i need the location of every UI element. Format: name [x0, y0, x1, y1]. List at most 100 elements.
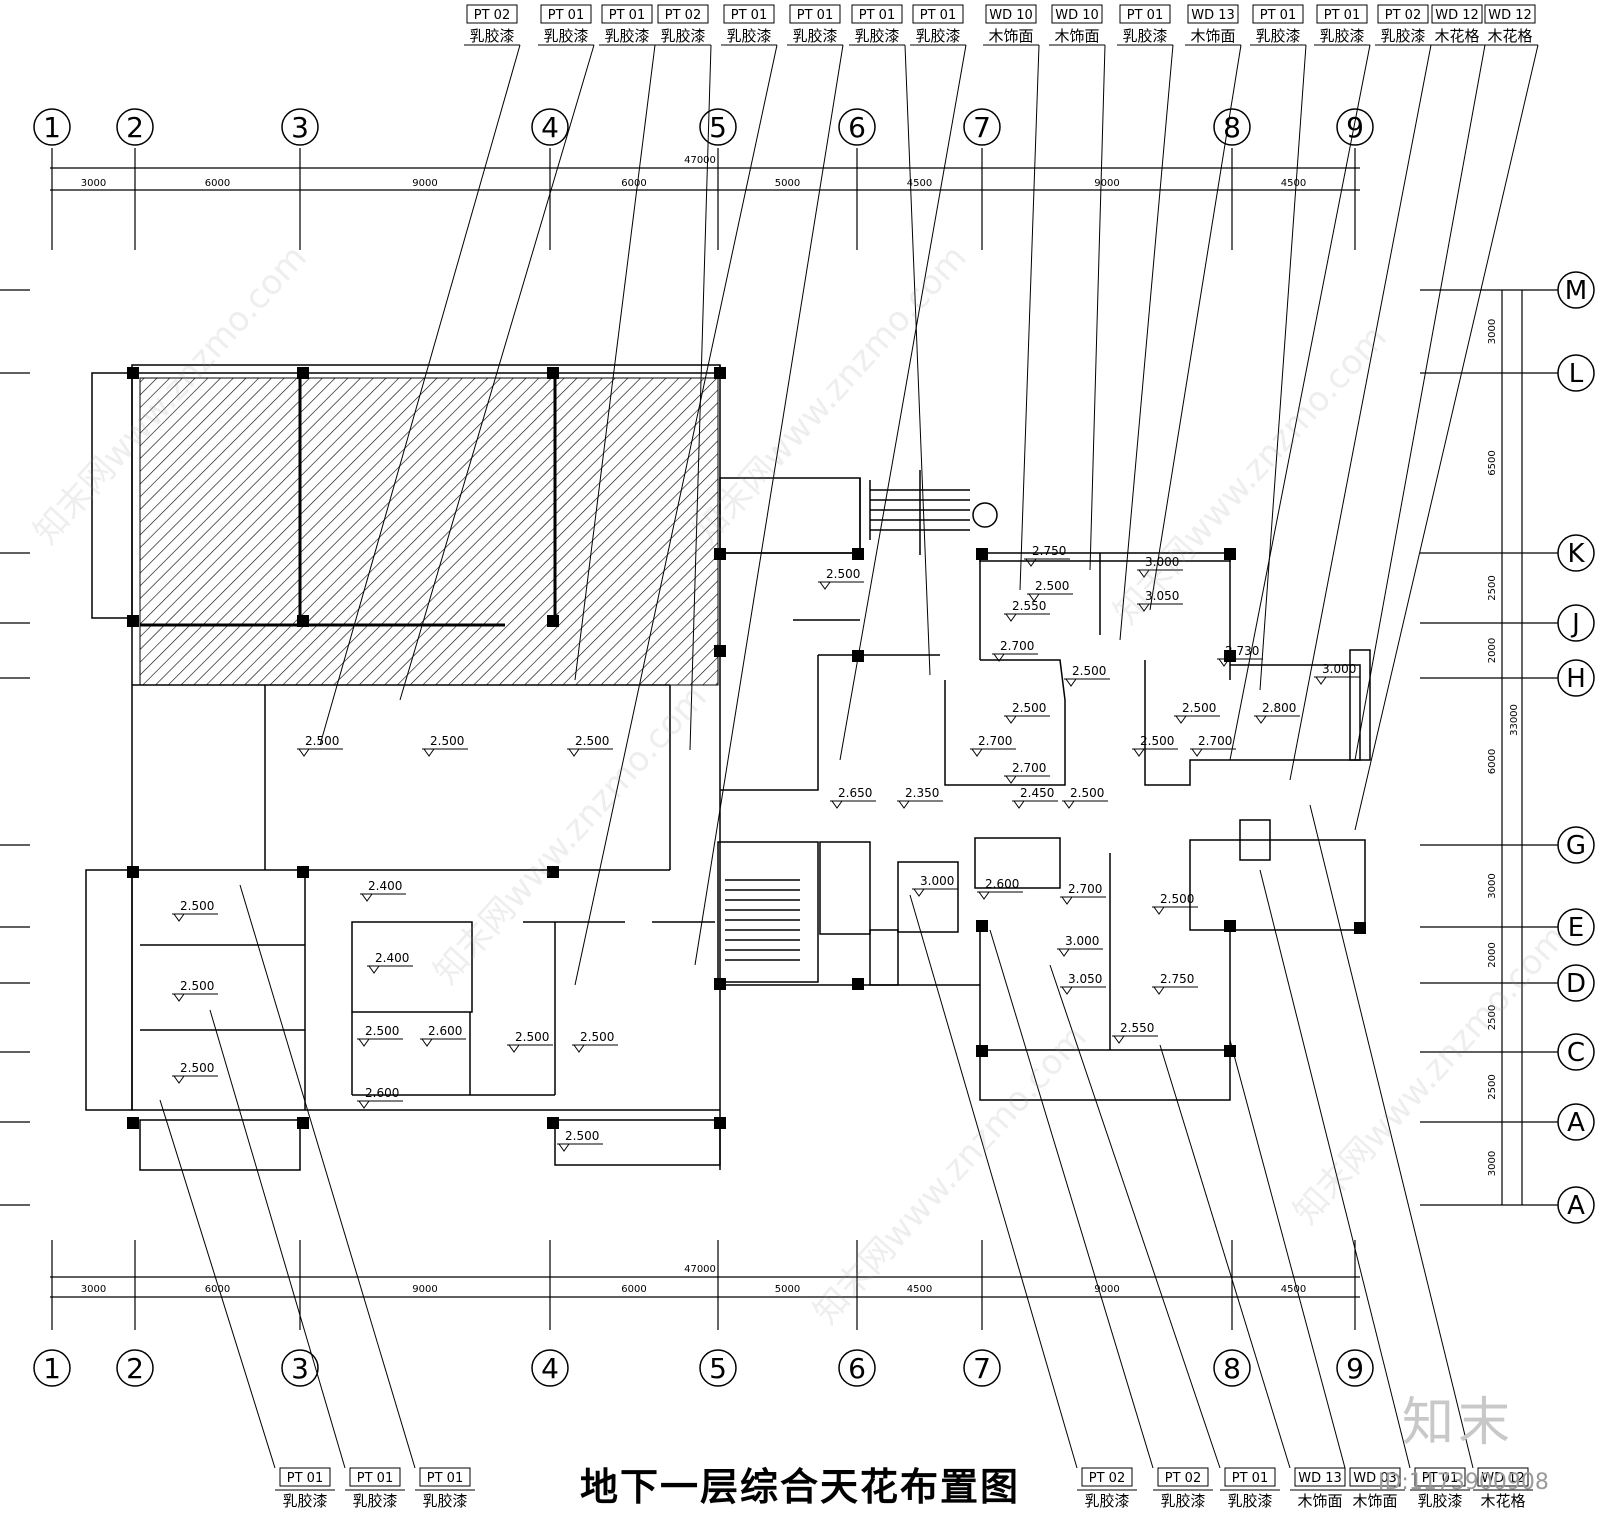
- leader-line: [159, 1099, 276, 1469]
- dimension-label-x: 4500: [907, 1284, 932, 1295]
- ceiling-height-triangle: [298, 748, 310, 757]
- ceiling-height-label: 2.700: [978, 734, 1012, 748]
- material-tag-name: 乳胶漆: [1160, 1492, 1205, 1510]
- axis-bubble: [116, 108, 154, 146]
- dimension-lines: [50, 167, 1523, 1298]
- dimension-labels: 3000300060006000900090006000600050005000…: [81, 155, 1520, 1295]
- axis-label-x: 8: [1223, 1352, 1241, 1385]
- axis-bubble: [699, 1349, 737, 1387]
- ceiling-height-label: 2.600: [985, 877, 1019, 891]
- material-tag-code: WD 12: [1488, 8, 1532, 23]
- axis-bubble: [838, 108, 876, 146]
- ceiling-height-triangle: [573, 1044, 585, 1053]
- material-tag-box: [1081, 1467, 1133, 1487]
- ceiling-height-triangle: [1028, 593, 1040, 602]
- ceiling-height-triangle: [1013, 800, 1025, 809]
- material-tag-code: PT 01: [1127, 8, 1163, 23]
- ceiling-height-triangle: [173, 1075, 185, 1084]
- axis-bubble: [1557, 1186, 1595, 1224]
- material-tag-box: [419, 1467, 471, 1487]
- ceiling-height-triangle: [1005, 775, 1017, 784]
- ceiling-height-triangle: [173, 913, 185, 922]
- material-tag-box: [1051, 4, 1103, 24]
- ceiling-height-label: 2.500: [180, 899, 214, 913]
- hatch-zone-partitions: [140, 378, 557, 627]
- axis-label-x: 7: [973, 111, 991, 144]
- material-tag-name: 乳胶漆: [1319, 27, 1364, 45]
- axis-bubble: [1557, 604, 1595, 642]
- leader-line: [319, 44, 521, 746]
- dimension-label-x: 6000: [205, 178, 230, 189]
- material-tag-box: [540, 4, 592, 24]
- ceiling-height-label: 3.000: [1322, 662, 1356, 676]
- ceiling-height-triangle: [913, 888, 925, 897]
- ceiling-height-triangle: [558, 1143, 570, 1152]
- axis-bubble: [963, 1349, 1001, 1387]
- axis-grid-lines: [0, 148, 1558, 1330]
- ceiling-height-label: 2.500: [305, 734, 339, 748]
- material-tag-box: [1119, 4, 1171, 24]
- ceiling-height-label: 2.500: [575, 734, 609, 748]
- dimension-label-y: 3000: [1487, 873, 1498, 898]
- material-tag-box: [279, 1467, 331, 1487]
- axis-label-x: 9: [1346, 111, 1364, 144]
- leader-line: [209, 1009, 346, 1469]
- material-tag-box: [1484, 4, 1536, 24]
- ceiling-height-triangle: [1025, 558, 1037, 567]
- material-tag-box: [1377, 4, 1429, 24]
- material-tag-code: PT 01: [427, 1471, 463, 1486]
- dimension-label-x: 4500: [1281, 178, 1306, 189]
- ceiling-height-label: 2.750: [1160, 972, 1194, 986]
- axis-label-x: 3: [291, 1352, 309, 1385]
- ceiling-height-label: 3.000: [1145, 555, 1179, 569]
- leader-line: [1289, 44, 1432, 781]
- material-tag-name: 木饰面: [988, 27, 1033, 45]
- material-tag-box: [1294, 1467, 1346, 1487]
- axis-label-x: 1: [43, 1352, 61, 1385]
- ceiling-height-label: 3.000: [1065, 934, 1099, 948]
- ceiling-height-triangle: [361, 893, 373, 902]
- ceiling-height-label: 2.500: [430, 734, 464, 748]
- ceiling-height-triangle: [1315, 676, 1327, 685]
- material-tag-box: [601, 4, 653, 24]
- ceiling-height-triangle: [1175, 715, 1187, 724]
- dimension-label-x: 9000: [1094, 178, 1119, 189]
- leader-line: [399, 44, 595, 701]
- material-tag-name: 木花格: [1487, 27, 1532, 45]
- ceiling-height-label: 2.700: [1068, 882, 1102, 896]
- ceiling-height-label: 2.500: [565, 1129, 599, 1143]
- material-tag-code: WD 10: [1055, 8, 1099, 23]
- ceiling-height-triangle: [1005, 613, 1017, 622]
- material-tag-box: [789, 4, 841, 24]
- ceiling-height-label: 2.700: [1012, 761, 1046, 775]
- axis-bubble: [1213, 108, 1251, 146]
- axis-bubble: [1557, 271, 1595, 309]
- ceiling-height-label: 2.500: [826, 567, 860, 581]
- ceiling-height-triangle: [1065, 678, 1077, 687]
- material-tag-name: 乳胶漆: [915, 27, 960, 45]
- material-tag-code: PT 01: [548, 8, 584, 23]
- material-tag-name: 乳胶漆: [352, 1492, 397, 1510]
- ceiling-height-label: 2.800: [1262, 701, 1296, 715]
- material-tag-code: PT 01: [287, 1471, 323, 1486]
- material-tag-box: [985, 4, 1037, 24]
- dimension-total-y: 33000: [1509, 704, 1520, 736]
- ceiling-height-triangle: [1061, 896, 1073, 905]
- material-tag-box: [1431, 4, 1483, 24]
- material-tag-code: WD 13: [1298, 1471, 1342, 1486]
- axis-bubble: [1557, 964, 1595, 1002]
- stair-up: [869, 470, 998, 555]
- material-tag-name: 木花格: [1480, 1492, 1525, 1510]
- dimension-label-y: 3000: [1487, 1151, 1498, 1176]
- material-tag-name: 乳胶漆: [1227, 1492, 1272, 1510]
- material-tag-code: PT 01: [797, 8, 833, 23]
- ceiling-height-triangle: [1153, 986, 1165, 995]
- axis-bubble: [1557, 534, 1595, 572]
- leader-line: [839, 44, 967, 761]
- leader-line: [1354, 44, 1539, 831]
- material-tag-name: 乳胶漆: [469, 27, 514, 45]
- material-tag-code: PT 01: [1324, 8, 1360, 23]
- material-tag-name: 乳胶漆: [660, 27, 705, 45]
